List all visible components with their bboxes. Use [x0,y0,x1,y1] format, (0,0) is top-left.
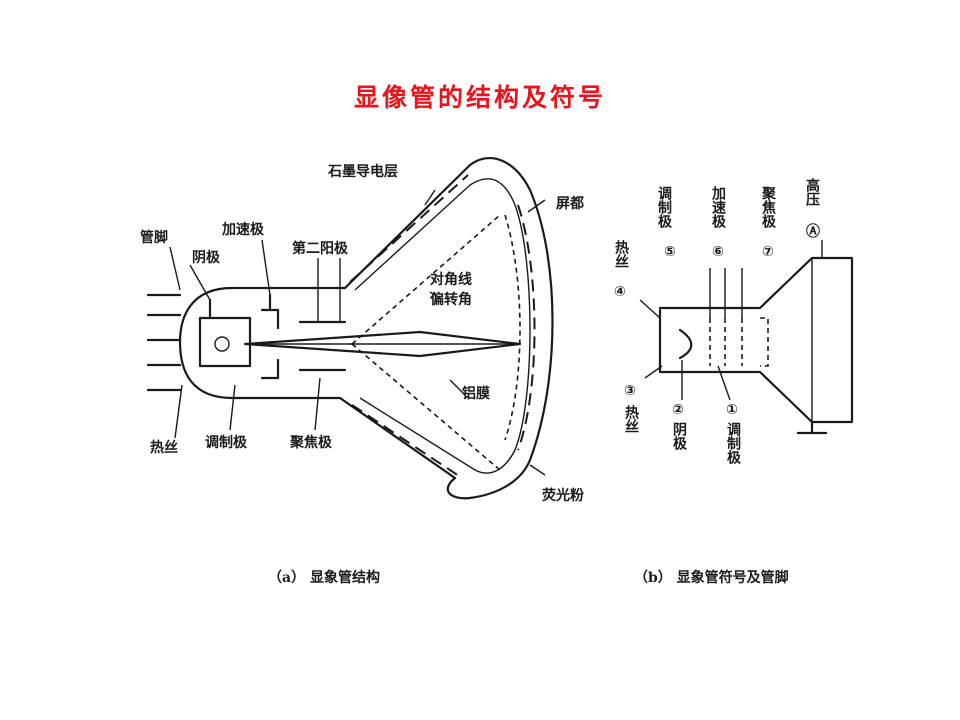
pin-4: ④ [614,284,626,300]
caption-b: （b） 显象管符号及管脚 [634,569,789,586]
control-grid [198,316,252,368]
label-cathode-b: 阴极 [671,422,687,451]
crt-structure-drawing: 石墨导电层 屏都 管脚 阴极 加速极 第二阳极 对角线 偏转角 铝膜 热丝 调制… [140,157,584,504]
tube-envelope [178,157,554,500]
pin-6: ⑥ [712,244,724,260]
pin-2: ② [672,402,684,418]
label-accel-b: 加速极 [710,186,727,229]
label-aluminum-film: 铝膜 [462,385,490,402]
crt-symbol-drawing: 调制极 ⑤ 加速极 ⑥ 聚焦极 ⑦ 高压 Ⓐ 热丝 ④ ③ 热丝 ② 阴极 ① … [613,177,854,465]
pin-7: ⑦ [762,244,774,260]
label-phosphor: 荧光粉 [542,487,584,504]
graphite-layer [349,174,469,283]
label-heater-bottom: 热丝 [623,404,639,433]
label-control-bottom: 调制极 [725,422,741,465]
aluminum-film [517,204,536,451]
accelerating-electrode [260,308,280,380]
label-control-grid: 调制极 [205,434,248,451]
heater-coil [214,336,230,352]
label-control-top: 调制极 [656,186,672,229]
pin-1: ① [726,402,738,418]
label-screen: 屏都 [556,196,584,212]
focus-electrode [298,320,347,372]
label-focus-b: 聚焦极 [760,186,777,229]
label-accelerating: 加速极 [221,221,265,238]
label-second-anode: 第二阳极 [292,240,349,257]
label-high-voltage: 高压 [804,177,820,207]
label-diagonal: 对角线 [430,271,472,288]
crt-symbol-outline [658,256,854,424]
pin-anode: Ⓐ [806,223,820,240]
label-graphite-layer: 石墨导电层 [327,163,398,180]
label-heater-top: 热丝 [613,239,629,268]
page-title: 显像管的结构及符号 [353,83,606,112]
pin-3: ③ [624,383,636,399]
label-focus: 聚焦极 [289,434,333,451]
label-heater: 热丝 [150,439,178,456]
label-pin: 管脚 [140,229,168,246]
pin-5: ⑤ [664,244,676,260]
label-deflection-angle: 偏转角 [430,291,472,308]
caption-a: （a） 显象管结构 [268,569,380,586]
tube-pins [146,293,182,392]
cathode-symbol [678,328,693,360]
label-cathode: 阴极 [192,249,221,266]
